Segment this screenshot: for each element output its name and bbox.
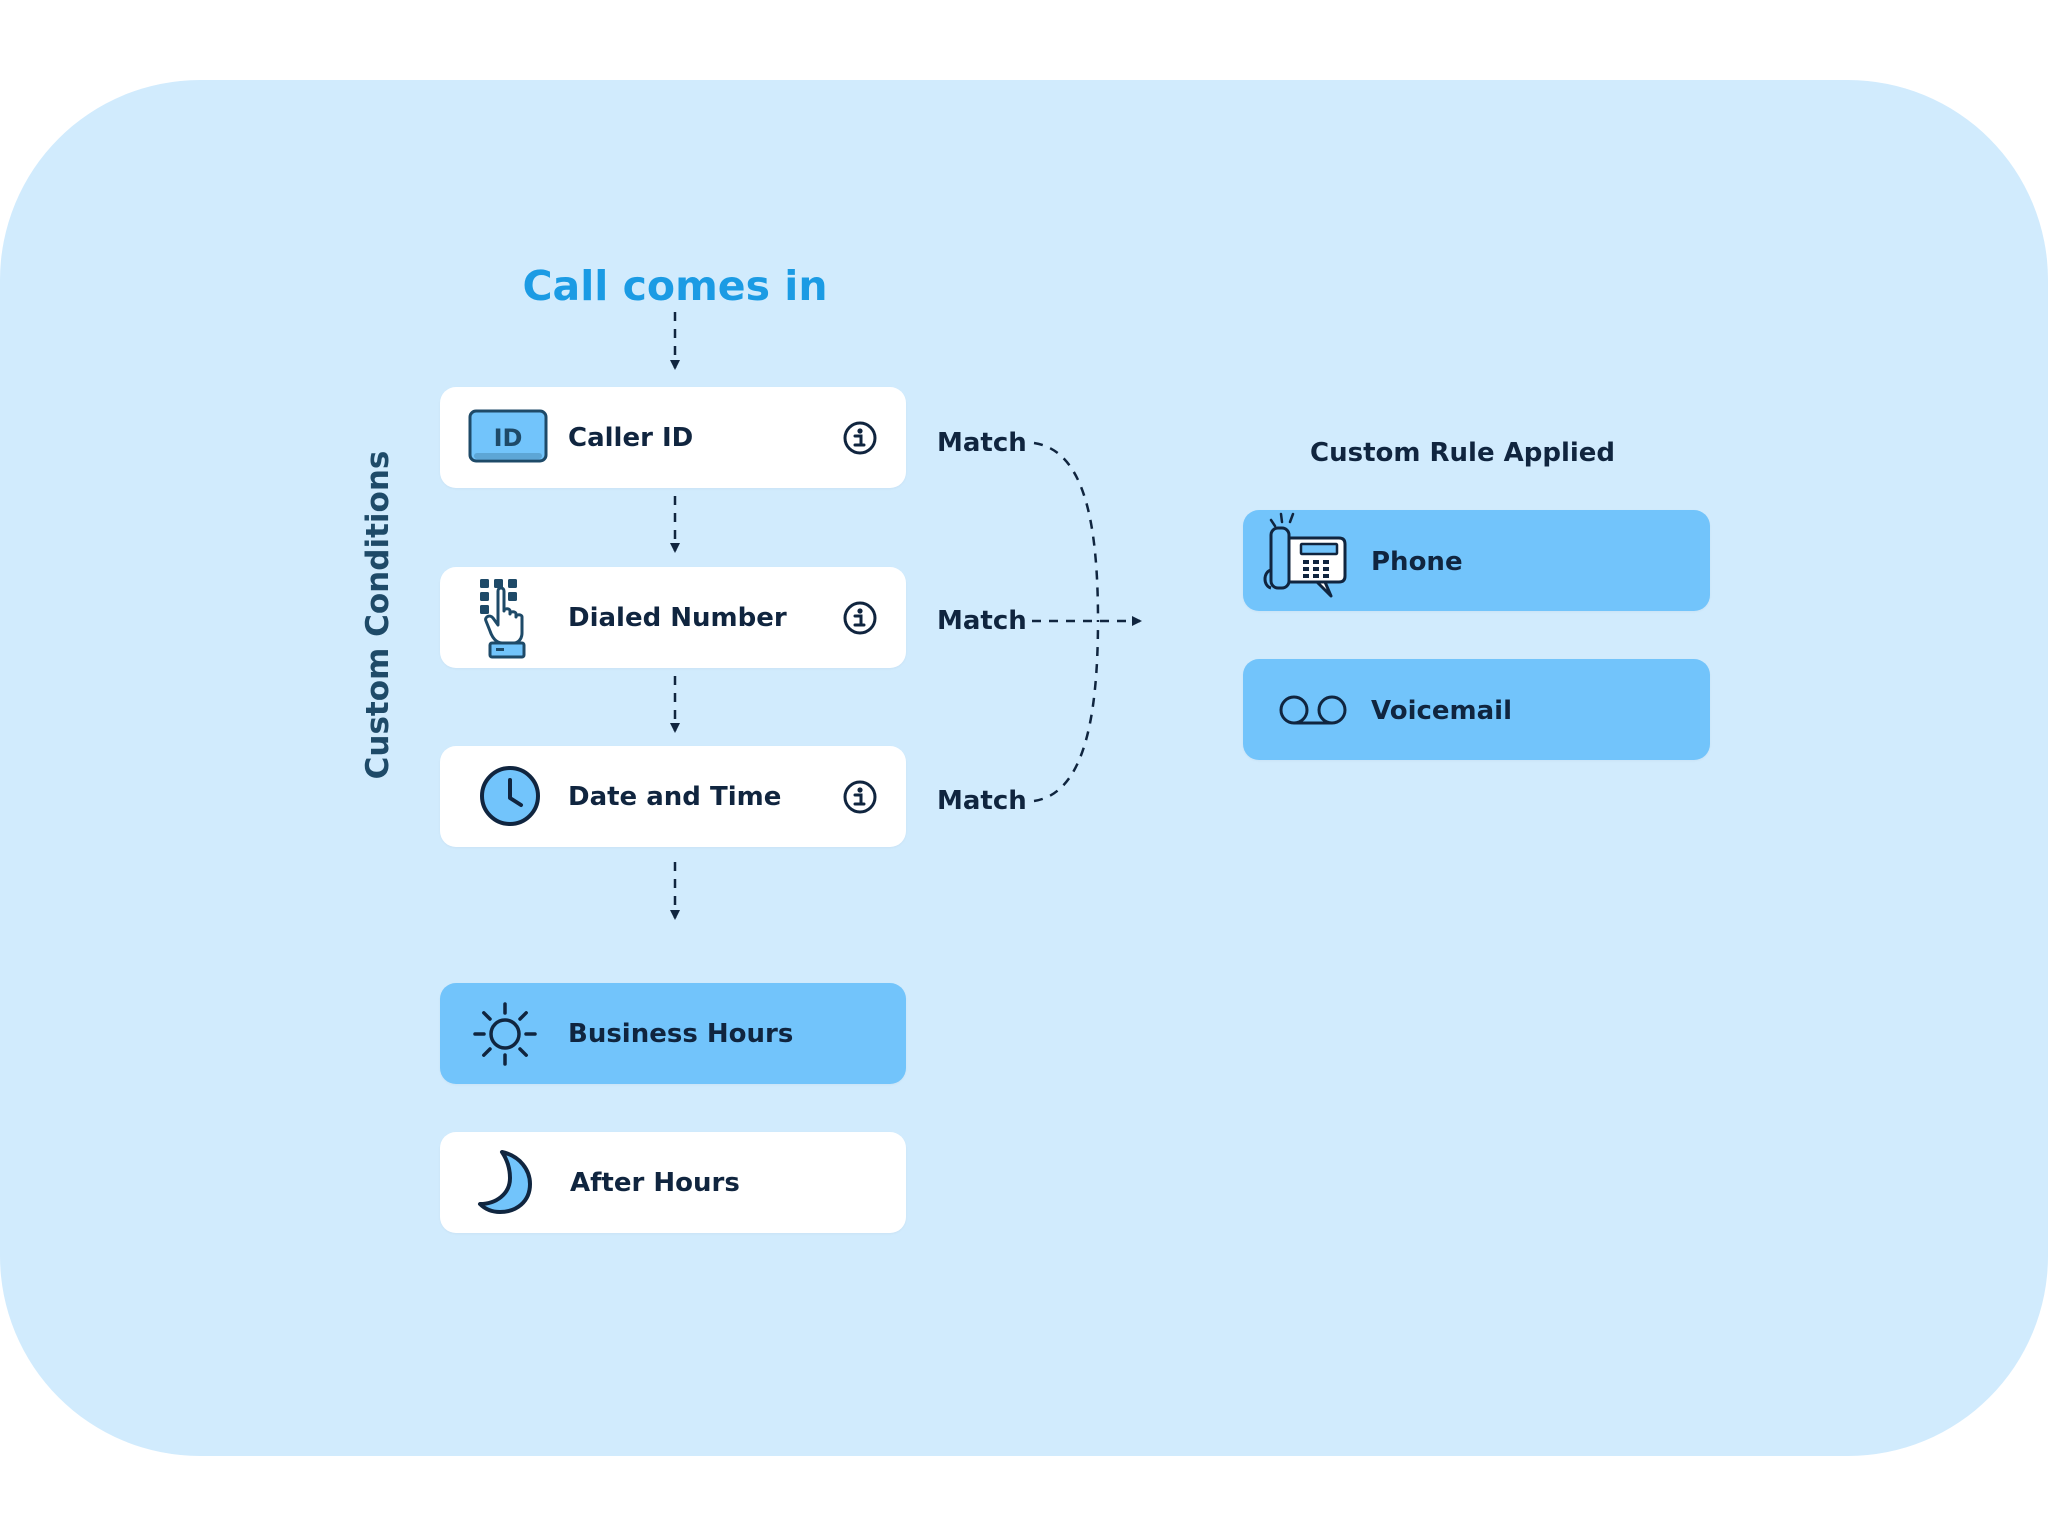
sun-icon — [473, 1002, 537, 1066]
match-bracket-upper — [1033, 441, 1100, 621]
outcome-business-hours[interactable]: Business Hours — [440, 983, 906, 1084]
rule-label: Voicemail — [1371, 696, 1512, 726]
rule-voicemail[interactable]: Voicemail — [1243, 659, 1710, 760]
diagram-background — [0, 80, 2048, 1456]
match-bracket-lower — [1033, 619, 1100, 803]
condition-date-and-time[interactable]: Date and Time — [440, 746, 906, 847]
condition-dialed-number[interactable]: Dialed Number — [440, 567, 906, 668]
moon-icon — [478, 1150, 532, 1214]
info-icon[interactable] — [842, 779, 878, 815]
diagram-title: Call comes in — [522, 262, 828, 310]
id-card-icon: ID — [468, 409, 548, 463]
custom-rule-heading: Custom Rule Applied — [1310, 438, 1616, 468]
match-label-dialed-number: Match — [937, 606, 1027, 636]
info-icon[interactable] — [842, 420, 878, 456]
match-label-date-and-time: Match — [937, 786, 1027, 816]
id-badge-text: ID — [494, 424, 523, 452]
outcome-label: Business Hours — [568, 1019, 794, 1049]
condition-label: Dialed Number — [568, 603, 787, 633]
info-icon[interactable] — [842, 600, 878, 636]
condition-label: Caller ID — [568, 423, 694, 453]
match-label-caller-id: Match — [937, 428, 1027, 458]
rule-phone[interactable]: Phone — [1243, 510, 1710, 611]
voicemail-icon — [1279, 695, 1347, 725]
outcome-label: After Hours — [570, 1168, 740, 1198]
clock-icon — [480, 766, 540, 826]
outcome-after-hours[interactable]: After Hours — [440, 1132, 906, 1233]
rule-label: Phone — [1371, 547, 1463, 577]
keypad-hand-icon — [480, 579, 526, 659]
desk-phone-icon — [1263, 512, 1347, 598]
condition-label: Date and Time — [568, 782, 782, 812]
condition-caller-id[interactable]: ID Caller ID — [440, 387, 906, 488]
